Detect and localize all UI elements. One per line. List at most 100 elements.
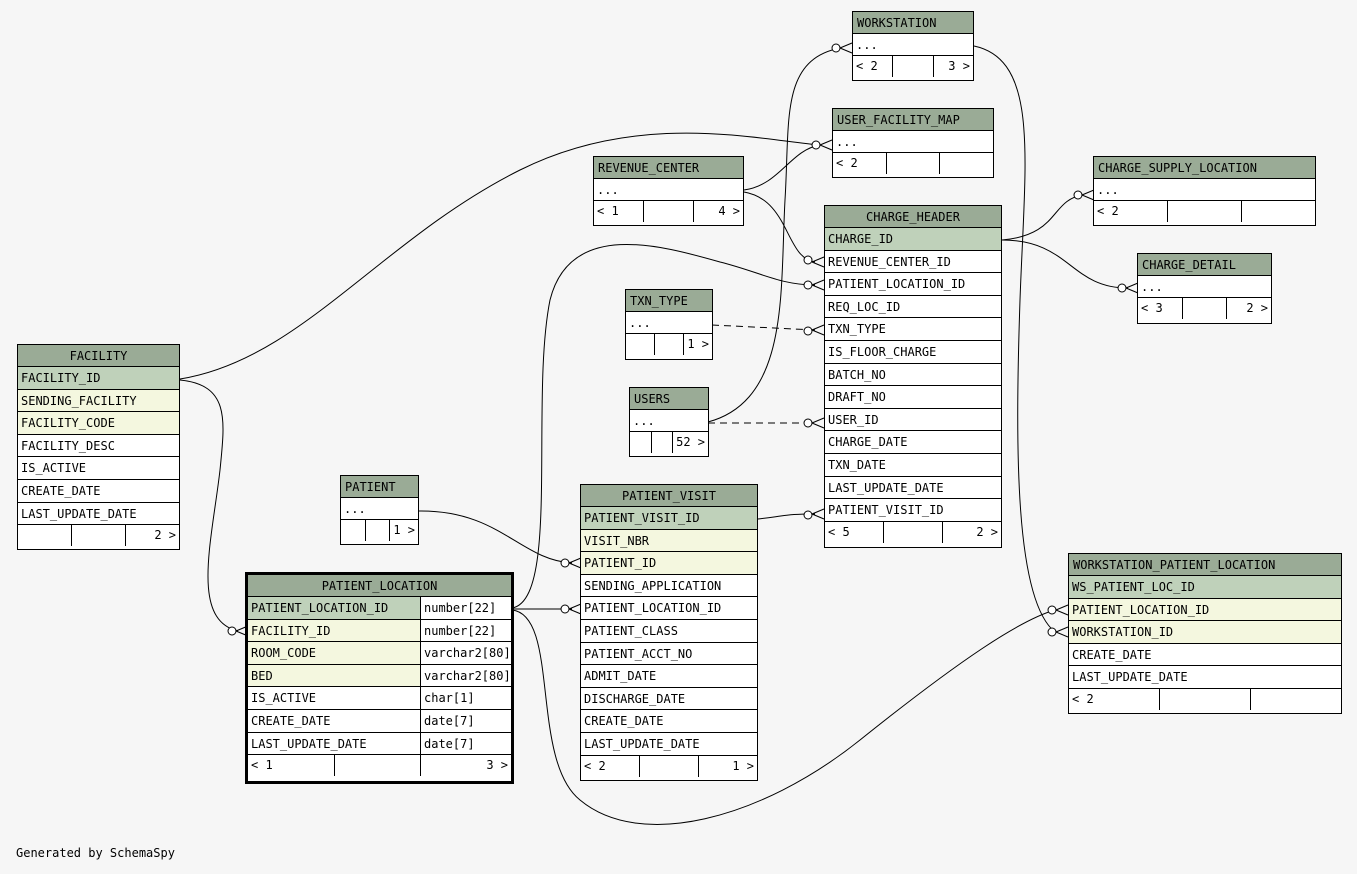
table-header[interactable]: FACILITY [18, 345, 179, 367]
table-footer: < 1 3 > [248, 755, 511, 777]
column-visit-nbr: VISIT_NBR [581, 529, 757, 553]
columns-count [72, 525, 126, 547]
table-header[interactable]: CHARGE_SUPPLY_LOCATION [1094, 157, 1315, 179]
children-count[interactable]: 2 > [154, 528, 176, 543]
column-type: char[1] [424, 691, 475, 706]
table-header[interactable]: CHARGE_DETAIL [1138, 254, 1271, 276]
column-patient-class: PATIENT_CLASS [581, 620, 757, 643]
table-header[interactable]: WORKSTATION [853, 12, 973, 34]
table-users[interactable]: USERS ... 52 > [629, 387, 709, 457]
generated-by-label[interactable]: Generated by SchemaSpy [16, 846, 175, 860]
column-name: ROOM_CODE [248, 642, 421, 664]
children-count[interactable]: 1 > [732, 758, 754, 773]
table-facility[interactable]: FACILITY FACILITY_ID SENDING_FACILITY FA… [17, 344, 180, 550]
table-patient-visit[interactable]: PATIENT_VISIT PATIENT_VISIT_ID VISIT_NBR… [580, 484, 758, 781]
column-patient-location-id: PATIENT_LOCATION_ID number[22] [248, 597, 511, 620]
column-name: BED [248, 664, 421, 687]
children-count[interactable]: 2 > [976, 524, 998, 539]
parents-count[interactable]: < 2 [1069, 688, 1160, 710]
table-row: ... [630, 410, 708, 432]
table-txn-type[interactable]: TXN_TYPE ... 1 > [625, 289, 713, 360]
table-header[interactable]: USER_FACILITY_MAP [833, 109, 993, 131]
column-sending-facility: SENDING_FACILITY [18, 389, 179, 413]
table-header[interactable]: PATIENT_LOCATION [248, 575, 511, 597]
column-name: PATIENT_LOCATION_ID [248, 597, 421, 619]
parents-count[interactable] [18, 525, 72, 547]
table-header[interactable]: PATIENT_VISIT [581, 485, 757, 507]
column-charge-id: CHARGE_ID [825, 228, 1001, 251]
children-count[interactable]: 1 > [687, 337, 709, 351]
column-last-update-date: LAST_UPDATE_DATE date[7] [248, 732, 511, 756]
table-row: ... [341, 498, 418, 520]
children-count[interactable] [940, 153, 993, 174]
column-patient-acct-no: PATIENT_ACCT_NO [581, 643, 757, 666]
column-name: FACILITY_ID [248, 619, 421, 642]
column-req-loc-id: REQ_LOC_ID [825, 296, 1001, 319]
children-count[interactable]: 3 > [948, 59, 970, 73]
column-name: IS_ACTIVE [248, 687, 421, 709]
table-user-facility-map[interactable]: USER_FACILITY_MAP ... < 2 [832, 108, 994, 178]
table-charge-detail[interactable]: CHARGE_DETAIL ... < 3 2 > [1137, 253, 1272, 324]
table-header[interactable]: CHARGE_HEADER [825, 206, 1001, 228]
column-bed: BED varchar2[80] [248, 664, 511, 688]
children-count[interactable] [1251, 689, 1341, 710]
columns-count [366, 520, 391, 541]
table-workstation-patient-location[interactable]: WORKSTATION_PATIENT_LOCATION WS_PATIENT_… [1068, 553, 1342, 714]
table-header[interactable]: USERS [630, 388, 708, 410]
children-count[interactable] [1242, 201, 1315, 222]
parents-count[interactable]: < 5 [825, 521, 884, 543]
columns-count [884, 521, 943, 543]
column-name: CREATE_DATE [248, 709, 421, 732]
column-create-date: CREATE_DATE [18, 480, 179, 503]
table-workstation[interactable]: WORKSTATION ... < 2 3 > [852, 11, 974, 81]
children-count[interactable]: 2 > [1246, 301, 1269, 315]
table-footer: < 2 [1094, 201, 1315, 222]
parents-count[interactable]: < 1 [594, 201, 644, 222]
parents-count[interactable]: < 2 [581, 755, 640, 777]
parents-count[interactable] [626, 334, 655, 355]
columns-count [1183, 298, 1228, 319]
columns-count [893, 56, 934, 77]
parents-count[interactable]: < 2 [833, 153, 887, 174]
children-count[interactable]: 52 > [676, 435, 705, 449]
column-workstation-id: WORKSTATION_ID [1069, 621, 1341, 644]
column-sending-application: SENDING_APPLICATION [581, 575, 757, 598]
children-count[interactable]: 3 > [486, 758, 508, 773]
column-last-update-date: LAST_UPDATE_DATE [1069, 666, 1341, 689]
table-footer: < 3 2 > [1138, 298, 1271, 319]
columns-count [1160, 688, 1251, 710]
table-header[interactable]: PATIENT [341, 476, 418, 498]
table-patient-location[interactable]: PATIENT_LOCATION PATIENT_LOCATION_ID num… [245, 572, 514, 784]
column-last-update-date: LAST_UPDATE_DATE [18, 503, 179, 526]
parents-count[interactable]: < 2 [853, 56, 894, 77]
table-revenue-center[interactable]: REVENUE_CENTER ... < 1 4 > [593, 156, 744, 226]
column-last-update-date: LAST_UPDATE_DATE [581, 733, 757, 756]
table-charge-supply-location[interactable]: CHARGE_SUPPLY_LOCATION ... < 2 [1093, 156, 1316, 226]
column-admit-date: ADMIT_DATE [581, 665, 757, 688]
parents-count[interactable]: < 3 [1138, 298, 1183, 319]
table-footer: < 2 1 > [581, 755, 757, 777]
column-is-active: IS_ACTIVE char[1] [248, 687, 511, 710]
table-footer: 1 > [341, 520, 418, 541]
table-header[interactable]: TXN_TYPE [626, 290, 712, 312]
column-discharge-date: DISCHARGE_DATE [581, 688, 757, 711]
column-last-update-date: LAST_UPDATE_DATE [825, 477, 1001, 500]
table-charge-header[interactable]: CHARGE_HEADER CHARGE_ID REVENUE_CENTER_I… [824, 205, 1002, 548]
parents-count[interactable] [630, 432, 652, 453]
column-type: date[7] [424, 713, 475, 728]
table-patient[interactable]: PATIENT ... 1 > [340, 475, 419, 545]
table-row: ... [594, 179, 743, 201]
table-footer: 2 > [18, 525, 179, 547]
children-count[interactable]: 4 > [718, 204, 740, 218]
table-header[interactable]: WORKSTATION_PATIENT_LOCATION [1069, 554, 1341, 576]
column-revenue-center-id: REVENUE_CENTER_ID [825, 251, 1001, 274]
parents-count[interactable] [341, 520, 366, 541]
columns-count [655, 334, 684, 355]
table-row: ... [1138, 276, 1271, 298]
parents-count[interactable]: < 2 [1094, 201, 1168, 222]
column-charge-date: CHARGE_DATE [825, 431, 1001, 454]
column-facility-code: FACILITY_CODE [18, 412, 179, 435]
table-header[interactable]: REVENUE_CENTER [594, 157, 743, 179]
parents-count[interactable]: < 1 [248, 755, 335, 777]
children-count[interactable]: 1 > [393, 523, 415, 537]
